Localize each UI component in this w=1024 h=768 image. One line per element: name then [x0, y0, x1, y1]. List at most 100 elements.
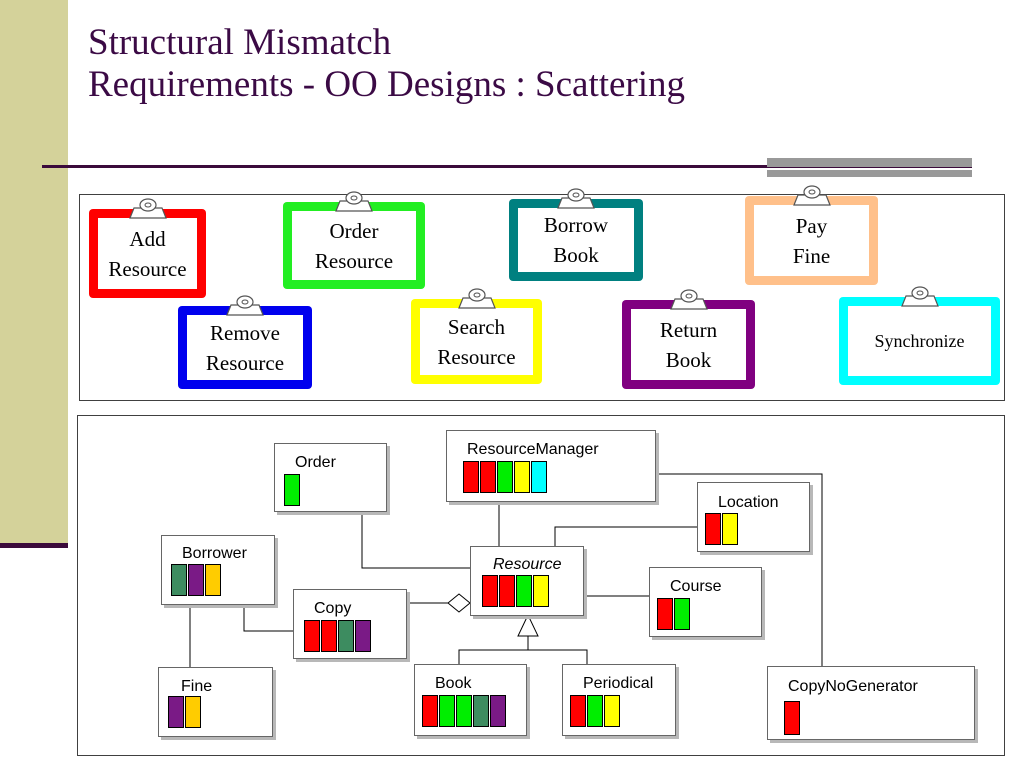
concern-chip [439, 695, 455, 727]
concern-chip [674, 598, 690, 630]
requirement-label: Remove [210, 320, 280, 345]
concern-chip [497, 461, 513, 493]
concern-chip [284, 474, 300, 506]
sidebar-cap [0, 543, 68, 548]
class-name: Fine [181, 678, 213, 695]
clipboard-clip-icon [335, 191, 373, 212]
concern-chip [604, 695, 620, 727]
clipboard-clip-icon [900, 286, 939, 307]
class-periodical: Periodical [562, 664, 676, 736]
concern-chip [516, 575, 532, 607]
concern-chips [422, 695, 507, 727]
requirement-label: Resource [314, 248, 394, 273]
clipboard-clip-icon [226, 295, 264, 316]
class-name: ResourceManager [467, 441, 599, 458]
class-name: Location [718, 494, 779, 511]
title-accent-bar [767, 158, 972, 178]
concern-chip [205, 564, 221, 596]
requirement-label: Synchronize [874, 331, 965, 351]
aggregation-diamond [447, 593, 471, 613]
concern-chip [168, 696, 184, 728]
concern-chip [480, 461, 496, 493]
requirement-label: Resource [437, 344, 516, 369]
concern-chips [168, 696, 202, 728]
clipboard-clip-icon [128, 198, 167, 219]
concern-chip [587, 695, 603, 727]
title-rule [42, 165, 972, 168]
concern-chips [171, 564, 222, 596]
concern-chips [705, 513, 739, 545]
requirement-label: Pay [795, 213, 828, 238]
class-name: Resource [493, 556, 562, 573]
clipboard-clip-icon [557, 188, 595, 209]
concern-chip [171, 564, 187, 596]
clipboard-clip-icon [457, 288, 496, 309]
requirement-label: Resource [205, 350, 285, 375]
concern-chip [338, 620, 354, 652]
concern-chip [490, 695, 506, 727]
concern-chips [482, 575, 550, 607]
concern-chip [188, 564, 204, 596]
concern-chip [533, 575, 549, 607]
inheritance-tree [458, 649, 588, 664]
concern-chips [304, 620, 372, 652]
requirement-label: Add [129, 226, 166, 251]
requirement-label: Return [659, 317, 718, 342]
class-course: Course [649, 567, 762, 637]
requirement-label: Book [553, 243, 599, 267]
concern-chip [657, 598, 673, 630]
concern-chips [570, 695, 621, 727]
concern-chips [784, 701, 801, 735]
title-line-1: Structural Mismatch [88, 22, 392, 63]
class-order: Order [274, 443, 387, 512]
concern-chip [570, 695, 586, 727]
concern-chips [463, 461, 548, 493]
clipboard-paper: Synchronize [848, 306, 991, 376]
class-borrower: Borrower [161, 535, 275, 605]
class-name: Book [435, 675, 472, 692]
manager-copynogen-link [654, 473, 823, 666]
concern-chip [531, 461, 547, 493]
borrower-copy-link [243, 603, 293, 632]
class-name: Order [295, 454, 336, 471]
concern-chip [514, 461, 530, 493]
concern-chip [463, 461, 479, 493]
page-title: Structural Mismatch Requirements - OO De… [88, 22, 685, 106]
concern-chip [355, 620, 371, 652]
class-copy: Copy [293, 589, 407, 659]
concern-chip [722, 513, 738, 545]
class-book: Book [414, 664, 527, 736]
concern-chips [284, 474, 301, 506]
class-copy-no-generator: CopyNoGenerator [767, 666, 975, 740]
concern-chip [482, 575, 498, 607]
concern-chip [456, 695, 472, 727]
class-name: Course [670, 578, 722, 595]
clipboard-clip-icon [792, 185, 831, 206]
class-resource-manager: ResourceManager [446, 430, 656, 502]
requirement-label: Borrow [543, 213, 609, 237]
concern-chip [304, 620, 320, 652]
class-resource: Resource [470, 546, 584, 616]
location-resource-link [554, 526, 697, 546]
requirement-label: Search [447, 314, 506, 339]
class-name: Periodical [583, 675, 654, 692]
class-name: Copy [314, 600, 352, 617]
class-fine: Fine [158, 667, 273, 737]
concern-chip [784, 701, 800, 735]
concern-chip [321, 620, 337, 652]
